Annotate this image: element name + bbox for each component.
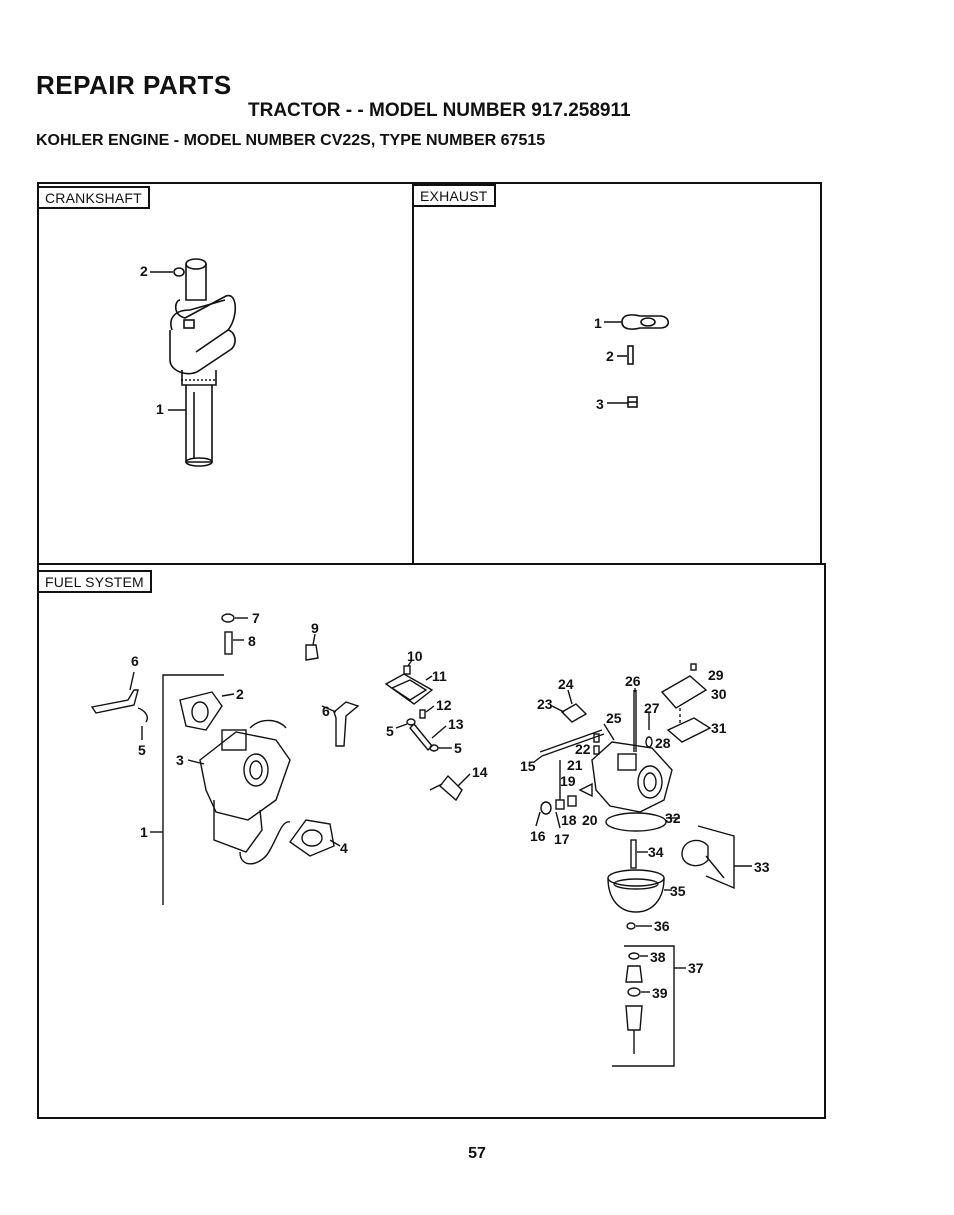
fuel-callout-33: 33 bbox=[754, 859, 770, 875]
fuel-callout-38: 38 bbox=[650, 949, 666, 965]
fuel-callout-28: 28 bbox=[655, 735, 671, 751]
fuel-callout-35: 35 bbox=[670, 883, 686, 899]
fuel-callout-5-mid: 5 bbox=[386, 723, 394, 739]
fuel-system-label: FUEL SYSTEM bbox=[37, 570, 152, 593]
tractor-model-heading: TRACTOR - - MODEL NUMBER 917.258911 bbox=[248, 100, 631, 121]
exhaust-callout-2: 2 bbox=[606, 348, 614, 364]
page-number: 57 bbox=[468, 1145, 486, 1162]
fuel-callout-9: 9 bbox=[311, 620, 319, 636]
fuel-callout-15: 15 bbox=[520, 758, 536, 774]
crankshaft-panel bbox=[37, 182, 414, 565]
fuel-system-panel bbox=[37, 563, 826, 1119]
fuel-callout-36: 36 bbox=[654, 918, 670, 934]
exhaust-callout-3: 3 bbox=[596, 396, 604, 412]
fuel-callout-29: 29 bbox=[708, 667, 724, 683]
crankshaft-callout-1: 1 bbox=[156, 401, 164, 417]
fuel-callout-1: 1 bbox=[140, 824, 148, 840]
fuel-callout-31: 31 bbox=[711, 720, 727, 736]
fuel-callout-6-center: 6 bbox=[322, 703, 330, 719]
fuel-callout-8: 8 bbox=[248, 633, 256, 649]
fuel-callout-11: 11 bbox=[432, 668, 447, 684]
fuel-callout-6-left: 6 bbox=[131, 653, 139, 669]
fuel-callout-37: 37 bbox=[688, 960, 704, 976]
fuel-callout-2: 2 bbox=[236, 686, 244, 702]
fuel-callout-24: 24 bbox=[558, 676, 574, 692]
fuel-callout-13: 13 bbox=[448, 716, 464, 732]
fuel-callout-16: 16 bbox=[530, 828, 546, 844]
fuel-callout-12: 12 bbox=[436, 697, 452, 713]
fuel-callout-21: 21 bbox=[567, 757, 583, 773]
fuel-callout-7: 7 bbox=[252, 610, 260, 626]
fuel-callout-14: 14 bbox=[472, 764, 488, 780]
exhaust-panel bbox=[412, 182, 822, 565]
engine-model-heading: KOHLER ENGINE - MODEL NUMBER CV22S, TYPE… bbox=[36, 132, 546, 149]
page-title: REPAIR PARTS bbox=[36, 70, 232, 100]
fuel-callout-22: 22 bbox=[575, 741, 591, 757]
crankshaft-label: CRANKSHAFT bbox=[37, 186, 150, 209]
fuel-callout-18: 18 bbox=[561, 812, 577, 828]
fuel-callout-4: 4 bbox=[340, 840, 348, 856]
crankshaft-callout-2: 2 bbox=[140, 263, 148, 279]
fuel-callout-5-left: 5 bbox=[138, 742, 146, 758]
fuel-callout-34: 34 bbox=[648, 844, 664, 860]
fuel-callout-3: 3 bbox=[176, 752, 184, 768]
fuel-callout-20: 20 bbox=[582, 812, 598, 828]
fuel-callout-23: 23 bbox=[537, 696, 553, 712]
fuel-callout-5-right: 5 bbox=[454, 740, 462, 756]
exhaust-callout-1: 1 bbox=[594, 315, 602, 331]
fuel-callout-39: 39 bbox=[652, 985, 668, 1001]
fuel-callout-27: 27 bbox=[644, 700, 660, 716]
exhaust-label: EXHAUST bbox=[412, 184, 496, 207]
fuel-callout-17: 17 bbox=[554, 831, 570, 847]
fuel-callout-26: 26 bbox=[625, 673, 641, 689]
fuel-callout-30: 30 bbox=[711, 686, 727, 702]
fuel-callout-10: 10 bbox=[407, 648, 423, 664]
fuel-callout-32: 32 bbox=[665, 810, 681, 826]
fuel-callout-25: 25 bbox=[606, 710, 622, 726]
fuel-callout-19: 19 bbox=[560, 773, 576, 789]
